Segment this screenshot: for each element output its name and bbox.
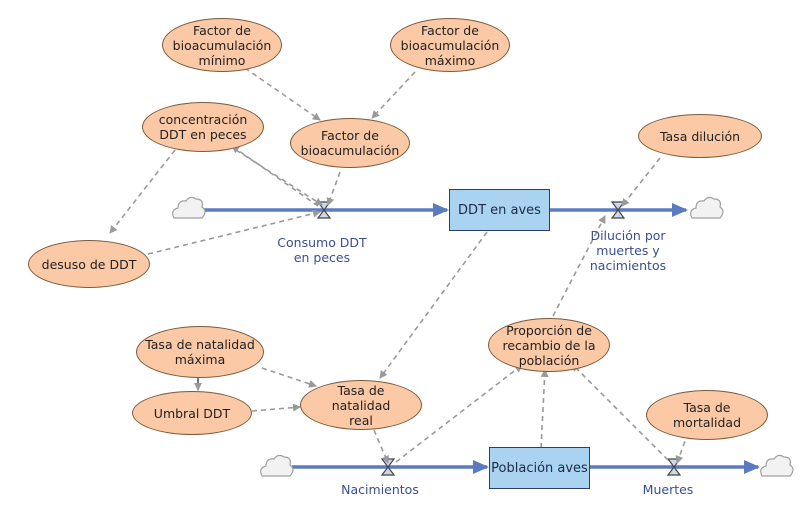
flow-label-consumo-ddt: Consumo DDT en peces (277, 235, 367, 265)
aux-factor-bioacumulacion-maximo[interactable]: Factor de bioacumulación máximo (390, 18, 510, 72)
link-proporcion-to-dilucion (552, 215, 606, 317)
aux-concentracion-ddt-peces[interactable]: concentración DDT en peces (142, 102, 264, 152)
aux-tasa-dilucion[interactable]: Tasa dilución (638, 114, 762, 158)
link-ddtaves-to-natreal (379, 231, 488, 379)
link-min-to-factor (244, 67, 321, 121)
cloud-icon (260, 454, 294, 477)
cloud-sources (172, 196, 794, 477)
link-conc-to-valve (235, 149, 323, 206)
valve-dilucion (610, 201, 626, 219)
link-desuso-to-valve (147, 209, 321, 255)
link-umbral-to-natreal (251, 403, 301, 412)
aux-factor-bioacumulacion[interactable]: Factor de bioacumulación (290, 118, 410, 168)
flow-label-muertes: Muertes (642, 482, 694, 497)
cloud-icon (690, 196, 724, 219)
link-conc-to-desuso (109, 149, 176, 234)
link-dilucion-to-valve (621, 157, 661, 207)
cloud-icon (172, 196, 206, 219)
information-links (109, 67, 689, 464)
stock-poblacion-aves[interactable]: Población aves (489, 447, 590, 489)
aux-proporcion-recambio-poblacion[interactable]: Proporción de recambio de la población (488, 318, 610, 372)
link-poblacion-to-proporcion (540, 369, 549, 449)
aux-tasa-mortalidad[interactable]: Tasa de mortalidad (646, 390, 768, 440)
link-natreal-to-valve (373, 429, 389, 464)
flow-label-dilucion: Dilución por muertes y nacimientos (589, 228, 667, 273)
link-muertes-to-proporcion (571, 363, 669, 461)
flow-label-nacimientos: Nacimientos (341, 482, 419, 497)
aux-tasa-natalidad-maxima[interactable]: Tasa de natalidad máxima (136, 326, 264, 378)
valve-consumo (316, 201, 332, 219)
aux-umbral-ddt[interactable]: Umbral DDT (132, 391, 252, 435)
stock-ddt-en-aves[interactable]: DDT en aves (449, 189, 550, 231)
link-factor-to-valve (326, 171, 341, 206)
aux-factor-bioacumulacion-minimo[interactable]: Factor de bioacumulación mínimo (162, 18, 282, 72)
aux-desuso-ddt[interactable]: desuso de DDT (28, 240, 150, 288)
aux-tasa-natalidad-real[interactable]: Tasa de natalidad real (300, 380, 422, 430)
link-max-to-factor (371, 71, 416, 119)
cloud-icon (760, 454, 794, 477)
